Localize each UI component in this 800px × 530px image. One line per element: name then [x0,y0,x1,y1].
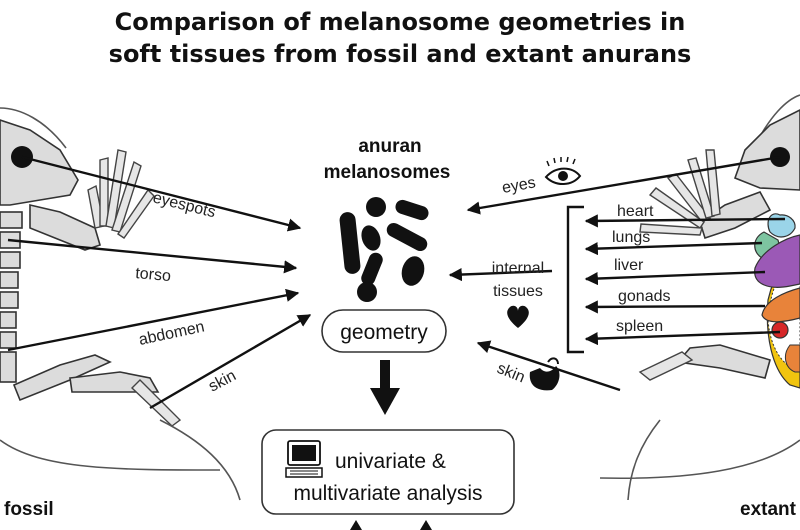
label-internal-line-1: internal [492,260,544,277]
label-torso: torso [135,265,172,285]
skin-patch-icon [529,357,560,391]
center-heading-line-1: anuran [358,136,421,157]
arrow-eyespots [21,155,302,232]
arrow-liver [584,270,766,286]
eye-icon [544,156,582,185]
label-gonads: gonads [618,288,671,305]
spleen-organ [771,321,789,339]
title-line-1: Comparison of melanosome geometries in [115,8,686,36]
label-spleen: spleen [616,318,663,335]
gonads-organ [761,287,800,323]
label-skin-extant: skin [495,360,528,386]
geometry-label: geometry [340,321,428,344]
label-heart: heart [617,203,654,220]
label-eyespots: eyespots [151,189,217,221]
extant-organs [754,213,800,389]
melanosome-shapes [339,197,429,302]
label-lungs: lungs [612,229,650,246]
extant-frog-illustration [599,94,800,501]
label-internal-line-2: tissues [493,283,543,300]
arrow-gonads [584,300,766,314]
liver-organ [754,234,800,288]
fossil-label: fossil [4,499,54,520]
analysis-box [261,429,515,515]
geometry-box [321,309,447,353]
bottom-arrow-left [350,520,362,530]
arrow-internal [448,267,553,282]
label-liver: liver [614,257,644,274]
analysis-line-1: univariate & [335,450,446,473]
extant-label: extant [740,499,797,520]
arrow-skin-extant [476,340,621,392]
arrow-skin-fossil [149,313,312,410]
arrow-spleen [584,330,781,346]
heart-organ [767,213,796,238]
arrow-abdomen [7,288,300,352]
down-arrow [370,360,400,415]
arrow-torso [7,238,298,274]
center-heading-line-2: melanosomes [324,162,451,183]
arrow-lungs [584,241,763,256]
organ-bracket [566,205,584,354]
computer-icon [285,440,323,478]
arrow-heart [584,214,786,228]
title-line-2: soft tissues from fossil and extant anur… [109,40,692,68]
fossil-frog-illustration [0,107,241,501]
bottom-arrow-right [420,520,432,530]
label-eyes: eyes [501,174,537,197]
heart-icon [507,305,529,328]
arrow-eyes [466,155,781,215]
analysis-line-2: multivariate analysis [293,482,482,505]
